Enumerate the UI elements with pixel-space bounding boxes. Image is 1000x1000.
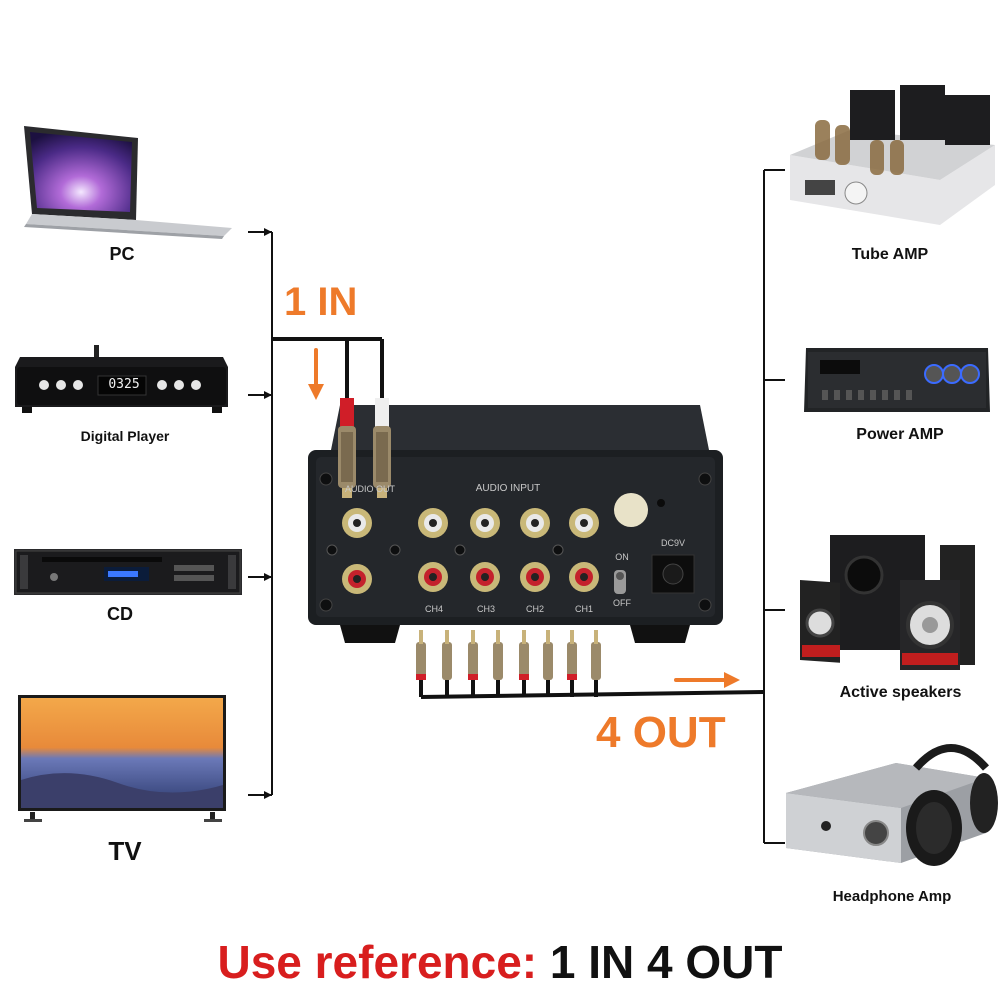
power-amp-label: Power AMP [856,426,944,443]
digital-player-image [15,345,228,413]
tv-label: TV [108,836,142,866]
tube-amp-image [790,85,995,225]
selector-device-image [308,405,723,643]
active-speakers-image [800,535,975,670]
headphone-amp-image [786,744,998,866]
four-out-callout: 4 OUT [596,708,726,757]
cd-label: CD [107,604,133,624]
dc-power-label: DC9V [660,538,685,548]
footer-suffix: 1 IN 4 OUT [549,936,783,988]
channel-label-ch4: CH4 [424,604,443,614]
one-in-callout: 1 IN [284,280,358,324]
output-rca-plugs [416,630,601,680]
tube-amp-label: Tube AMP [851,246,929,263]
usage-footer: Use reference: 1 IN 4 OUT [0,935,1000,989]
pc-label: PC [109,244,135,264]
footer-prefix: Use reference: [217,936,538,988]
player-display-text: 0325 [108,377,140,392]
cd-player-image [14,549,242,595]
headphone-amp-label: Headphone Amp [832,888,952,905]
audio-output-label: AUDIO OUT [344,484,395,494]
digital-player-label: Digital Player [80,428,170,444]
channel-label-ch1: CH1 [574,604,593,614]
channel-label-ch2: CH2 [525,604,544,614]
power-amp-image [804,348,990,412]
audio-input-label: AUDIO INPUT [475,483,541,494]
channel-label-ch3: CH3 [476,604,495,614]
tv-image [18,695,226,822]
laptop-image [24,126,232,239]
input-rca-plugs [338,398,391,498]
active-speakers-label: Active speakers [839,684,962,701]
switch-off-label: OFF [613,598,631,608]
switch-on-label: ON [615,552,629,562]
